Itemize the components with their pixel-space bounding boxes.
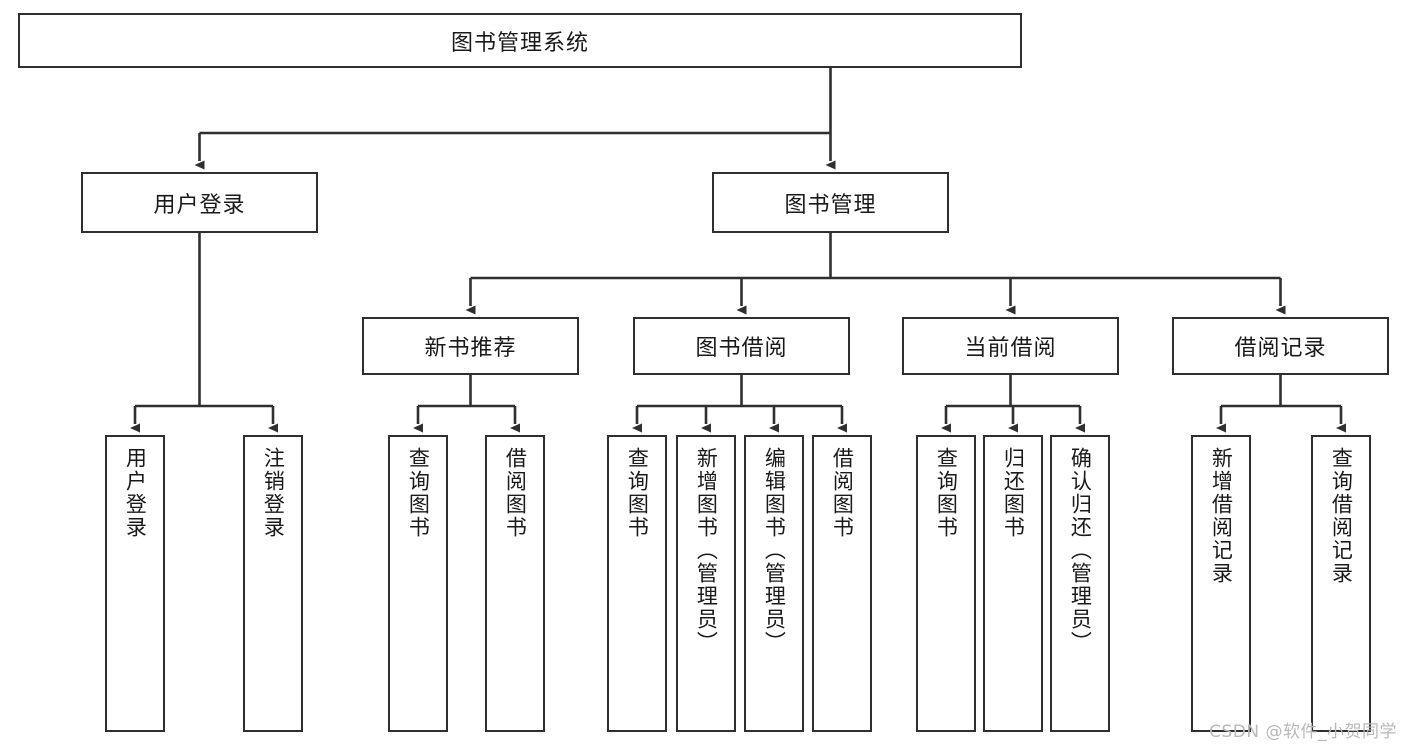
leaf-node-8[interactable]: 查询图书	[916, 435, 976, 732]
leaf-node-label: 借阅图书	[503, 447, 528, 539]
level3-node-label: 借阅记录	[1234, 336, 1327, 361]
leaf-node-label: 查询图书	[934, 447, 959, 539]
leaf-node-11[interactable]: 新增借阅记录	[1191, 435, 1251, 732]
root-node-label: 图书管理系统	[450, 30, 589, 56]
leaf-node-label: 新增图书（管理员）	[694, 447, 719, 654]
leaf-node-label: 查询借阅记录	[1329, 447, 1354, 585]
leaf-node-5[interactable]: 新增图书（管理员）	[676, 435, 736, 732]
leaf-node-label: 借阅图书	[830, 447, 855, 539]
leaf-node-label: 新增借阅记录	[1209, 447, 1234, 585]
leaf-node-label: 编辑图书（管理员）	[762, 447, 787, 654]
leaf-node-6[interactable]: 编辑图书（管理员）	[744, 435, 804, 732]
leaf-node-label: 用户登录	[123, 447, 148, 539]
leaf-node-10[interactable]: 确认归还（管理员）	[1050, 435, 1110, 732]
level3-node-1[interactable]: 图书借阅	[633, 317, 850, 375]
level3-node-label: 图书借阅	[695, 336, 788, 361]
level2-node-1[interactable]: 图书管理	[712, 172, 949, 233]
level3-node-label: 当前借阅	[964, 336, 1057, 361]
level3-node-3[interactable]: 借阅记录	[1172, 317, 1389, 375]
level3-node-2[interactable]: 当前借阅	[902, 317, 1119, 375]
leaf-node-7[interactable]: 借阅图书	[812, 435, 872, 732]
leaf-node-3[interactable]: 借阅图书	[485, 435, 545, 732]
leaf-node-label: 注销登录	[261, 447, 286, 539]
leaf-node-12[interactable]: 查询借阅记录	[1311, 435, 1371, 732]
leaf-node-4[interactable]: 查询图书	[607, 435, 667, 732]
root-node-0[interactable]: 图书管理系统	[18, 13, 1022, 68]
leaf-node-label: 查询图书	[406, 447, 431, 539]
leaf-node-9[interactable]: 归还图书	[983, 435, 1043, 732]
leaf-node-0[interactable]: 用户登录	[105, 435, 165, 732]
level2-node-0[interactable]: 用户登录	[81, 172, 318, 233]
leaf-node-2[interactable]: 查询图书	[388, 435, 448, 732]
leaf-node-label: 确认归还（管理员）	[1068, 447, 1093, 654]
leaf-node-1[interactable]: 注销登录	[243, 435, 303, 732]
level3-node-0[interactable]: 新书推荐	[362, 317, 579, 375]
level3-node-label: 新书推荐	[424, 336, 517, 361]
leaf-node-label: 归还图书	[1001, 447, 1026, 539]
leaf-node-label: 查询图书	[625, 447, 650, 539]
level2-node-label: 用户登录	[153, 192, 246, 218]
level2-node-label: 图书管理	[784, 192, 877, 218]
